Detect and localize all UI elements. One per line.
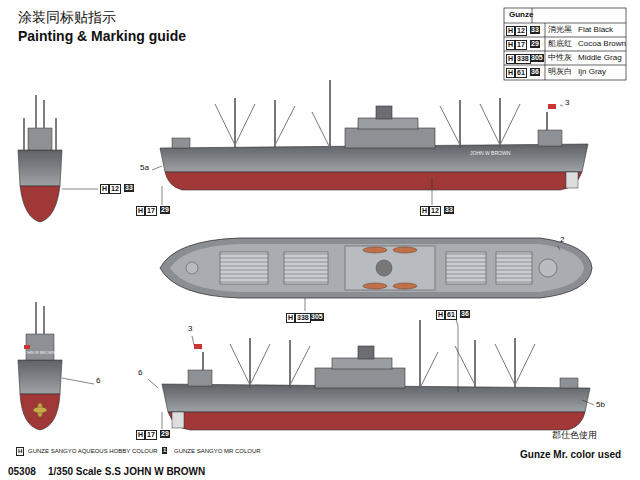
footnote: GUNZE SANGYO AQUEOUS HOBBY COLOUR <box>28 448 158 455</box>
paint-code: 29 <box>160 206 170 214</box>
callout-number: 6 <box>138 369 142 378</box>
paint-code: 29 <box>530 40 540 48</box>
hull-name: JOHN W BROWN <box>470 151 510 157</box>
paint-code: 305 <box>530 54 544 62</box>
note-en: Gunze Mr. color used <box>520 449 621 460</box>
paint-code: 36 <box>530 68 540 76</box>
note-zh: 郡仕色使用 <box>552 431 597 441</box>
paint-prefix: H <box>136 206 145 216</box>
color-name-zh: 船底红 <box>548 40 572 49</box>
paint-code: 61 <box>515 68 527 78</box>
paint-prefix: H <box>436 310 445 320</box>
paint-prefix: H <box>506 68 515 78</box>
paint-prefix: 1 <box>162 447 167 454</box>
paint-code: 338 <box>515 54 531 64</box>
color-name-zh: 明灰白 <box>548 68 572 77</box>
paint-code: 338 <box>295 313 311 323</box>
color-name-en: Middle Grag <box>578 54 622 63</box>
paint-code: 305 <box>310 313 324 321</box>
callout-number: 5a <box>140 164 149 173</box>
callout-number: 5b <box>596 401 605 410</box>
paint-code: 33 <box>530 26 540 34</box>
paint-code: 33 <box>444 206 454 214</box>
paint-code: 12 <box>109 184 121 194</box>
title: 涂装同标贴指示 <box>18 10 116 25</box>
footnote: GUNZE SANGYO MR COLOUR <box>174 448 261 455</box>
subtitle: Painting & Marking guide <box>18 29 186 44</box>
paint-code: 36 <box>460 310 470 318</box>
color-name-en: Flat Black <box>578 26 613 35</box>
kit-name: 1/350 Scale S.S JOHN W BROWN <box>48 466 205 477</box>
paint-code: 12 <box>429 206 441 216</box>
paint-code: 17 <box>145 430 157 440</box>
paint-prefix: H <box>136 430 145 440</box>
paint-prefix: H <box>100 184 109 194</box>
color-name-en: Ijn Gray <box>578 68 606 77</box>
paint-code: 12 <box>515 26 527 36</box>
color-name-zh: 消光黑 <box>548 26 572 35</box>
paint-code: 17 <box>145 206 157 216</box>
paint-code: 61 <box>445 310 457 320</box>
paint-prefix: H <box>506 54 515 64</box>
color-name-en: Cocoa Brown <box>578 40 626 49</box>
paint-prefix: H <box>506 40 515 50</box>
callout-number: 3 <box>188 325 192 334</box>
color-name-zh: 中性灰 <box>548 54 572 63</box>
paint-prefix: H <box>420 206 429 216</box>
paint-code: 29 <box>160 430 170 438</box>
paint-prefix: H <box>16 447 24 456</box>
paint-prefix: H <box>286 313 295 323</box>
hull-name: JOHN W BROWN <box>23 351 55 355</box>
paint-prefix: H <box>506 26 515 36</box>
paint-code: 33 <box>124 184 134 192</box>
table-header: Gunze <box>509 11 533 20</box>
callout-number: 6 <box>96 377 100 386</box>
callout-number: 2 <box>560 236 564 245</box>
paint-code: 17 <box>515 40 527 50</box>
kit-number: 05308 <box>8 466 36 477</box>
callout-number: 3 <box>565 99 569 108</box>
